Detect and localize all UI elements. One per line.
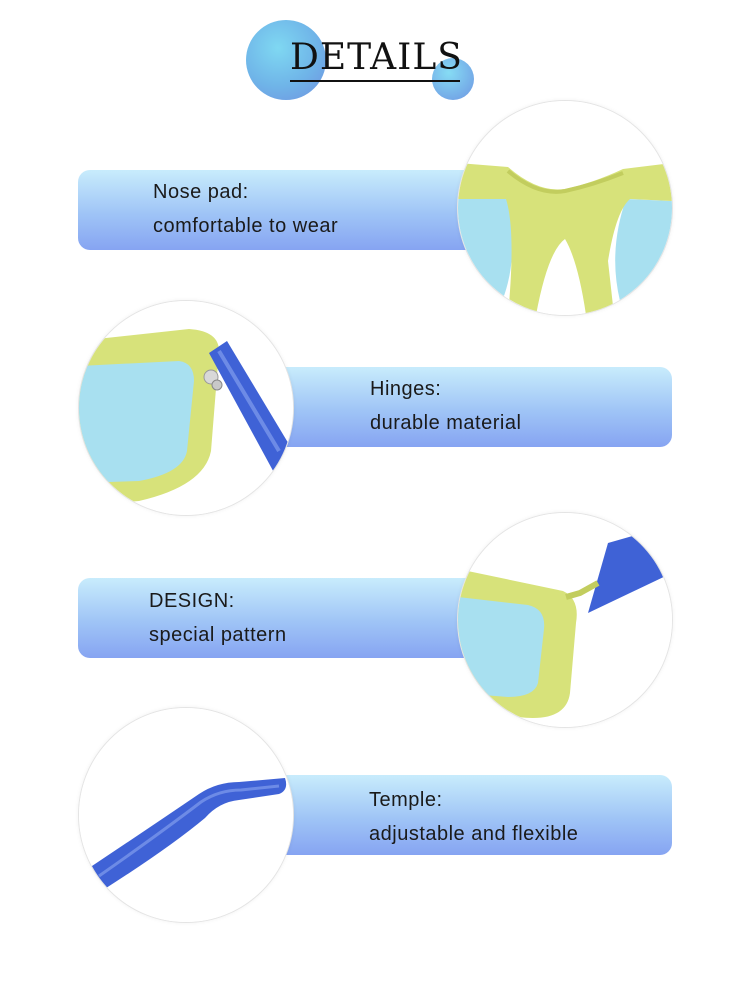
feature-panel-design bbox=[78, 578, 498, 658]
feature-text-nose-pad: Nose pad: comfortable to wear bbox=[153, 175, 338, 243]
feature-panel-hinges bbox=[260, 367, 672, 447]
design-illustration bbox=[458, 513, 672, 727]
feature-description: special pattern bbox=[149, 624, 287, 646]
feature-panel-temple bbox=[272, 775, 672, 855]
feature-text-temple: Temple: adjustable and flexible bbox=[369, 783, 578, 851]
title-underline bbox=[290, 80, 460, 82]
temple-illustration bbox=[79, 708, 293, 922]
page-title: DETAILS bbox=[290, 37, 463, 78]
details-header: DETAILS bbox=[0, 0, 750, 110]
feature-title: Nose pad: bbox=[153, 181, 249, 203]
hinges-photo bbox=[78, 300, 294, 516]
feature-description: adjustable and flexible bbox=[369, 823, 579, 845]
decorative-bubble-large bbox=[246, 20, 326, 100]
hinges-illustration bbox=[79, 301, 293, 515]
temple-photo bbox=[78, 707, 294, 923]
feature-text-hinges: Hinges: durable material bbox=[370, 372, 521, 440]
feature-description: comfortable to wear bbox=[153, 215, 339, 237]
feature-panel-nose-pad bbox=[78, 170, 498, 250]
design-photo bbox=[457, 512, 673, 728]
feature-title: DESIGN: bbox=[149, 590, 235, 612]
nose-pad-photo bbox=[457, 100, 673, 316]
feature-title: Hinges: bbox=[370, 378, 442, 400]
feature-description: durable material bbox=[370, 412, 522, 434]
feature-title: Temple: bbox=[369, 789, 443, 811]
feature-text-design: DESIGN: special pattern bbox=[149, 584, 287, 652]
decorative-bubble-small bbox=[432, 58, 474, 100]
nose-pad-illustration bbox=[458, 101, 672, 315]
